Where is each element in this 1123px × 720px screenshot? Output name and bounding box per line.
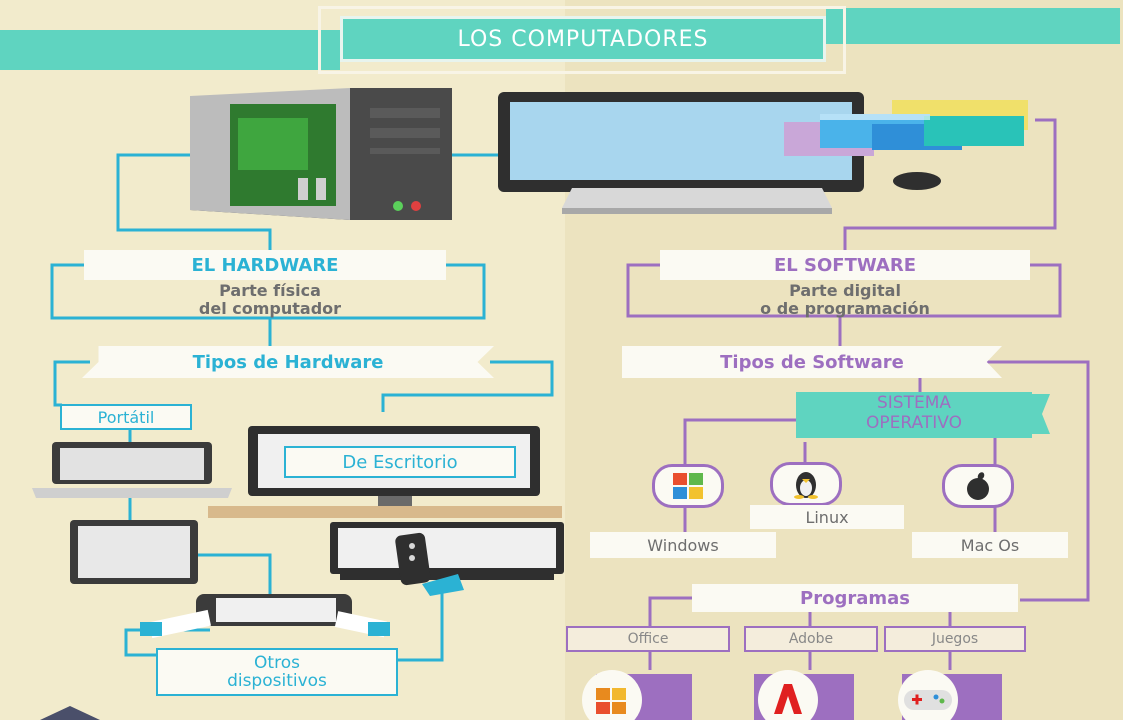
programas-heading: Programas (800, 587, 910, 609)
sistema-operativo-ribbon-tail (1030, 394, 1050, 434)
windows-circle (652, 464, 724, 508)
os-mac-label: Mac Os (912, 532, 1068, 558)
os-windows-label: Windows (590, 532, 776, 558)
keyboard-icon (562, 188, 832, 214)
software-types-heading: Tipos de Software (720, 351, 904, 373)
hardware-description-line2: del computador (198, 299, 342, 318)
software-heading: EL SOFTWARE (773, 254, 916, 276)
hardware-types-heading: Tipos de Hardware (192, 351, 384, 373)
programas-ribbon: Programas (692, 584, 1018, 612)
linux-penguin-icon (794, 472, 818, 499)
portatil-label: Portátil (60, 404, 192, 430)
otros-line2: dispositivos (227, 671, 327, 691)
title-frame (318, 6, 846, 74)
tower-pc-icon (190, 88, 452, 220)
sistema-operativo-label: SISTEMA OPERATIVO (796, 393, 1032, 433)
software-heading-ribbon: EL SOFTWARE (660, 250, 1030, 280)
hardware-types-ribbon: Tipos de Hardware (82, 346, 494, 378)
os-linux-label: Linux (750, 505, 904, 529)
tablet-icon (70, 520, 198, 584)
software-types-ribbon: Tipos de Software (622, 346, 1002, 378)
sistema-line2: OPERATIVO (866, 413, 962, 433)
otros-line1: Otros (254, 653, 300, 673)
programa-office-label: Office (566, 626, 730, 652)
title-band-left (0, 30, 340, 70)
page-title: LOS COMPUTADORES (340, 16, 826, 62)
tv-icon (330, 522, 564, 580)
programa-adobe-label: Adobe (744, 626, 878, 652)
software-description-line2: o de programación (760, 299, 930, 318)
programa-juegos-label: Juegos (884, 626, 1026, 652)
software-description-line1: Parte digital (789, 281, 901, 300)
escritorio-label: De Escritorio (284, 446, 516, 478)
gamepad-icon (898, 670, 1002, 720)
remote-control-icon (395, 532, 464, 596)
apple-logo-icon (967, 472, 989, 500)
linux-circle (770, 462, 842, 506)
hardware-heading: EL HARDWARE (191, 254, 339, 276)
title-band-right (826, 8, 1120, 44)
laptop-icon (32, 442, 232, 498)
adobe-logo-icon (754, 670, 854, 720)
hardware-heading-ribbon: EL HARDWARE (84, 250, 446, 280)
handheld-console-icon (140, 594, 390, 639)
bottom-corner-shape (40, 706, 100, 720)
otros-dispositivos-label: Otros dispositivos (156, 648, 398, 696)
software-description: Parte digital o de programación (680, 282, 1010, 318)
hardware-description-line1: Parte física (219, 281, 321, 300)
sistema-line1: SISTEMA (876, 393, 952, 413)
sistema-operativo-box (796, 392, 1032, 438)
hardware-description: Parte física del computador (100, 282, 440, 318)
mouse-icon (893, 172, 941, 190)
mac-circle (942, 464, 1014, 508)
software-windows-stack-icon (784, 100, 1028, 156)
windows-logo-icon (673, 473, 703, 499)
office-logo-icon (582, 670, 692, 720)
